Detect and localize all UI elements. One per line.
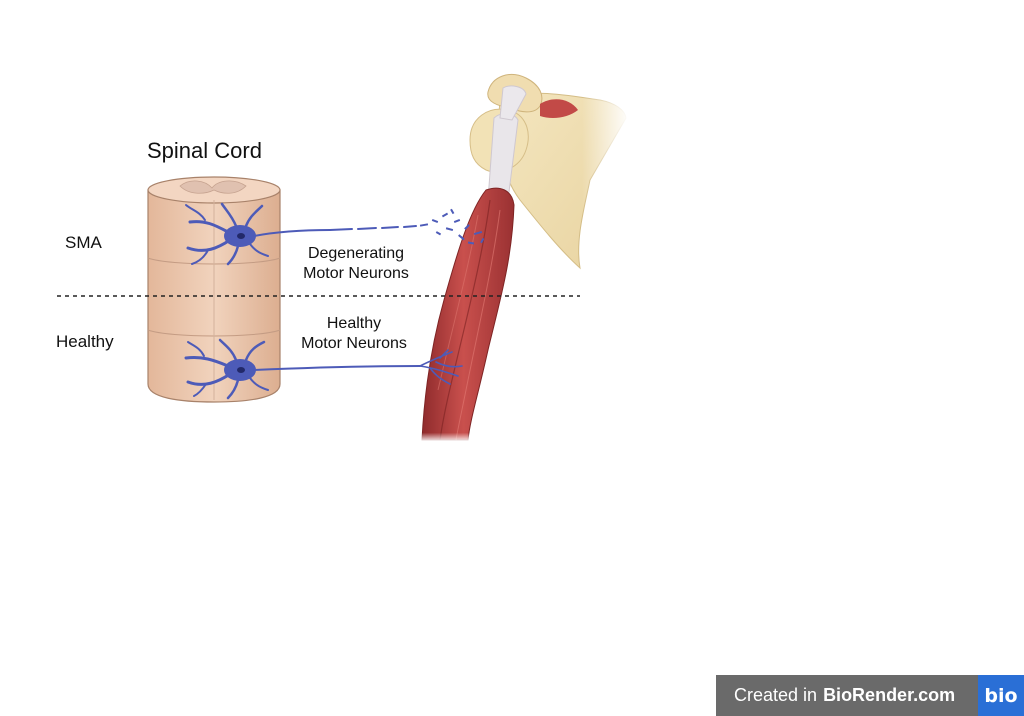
spinal-cord xyxy=(147,176,281,403)
sma-label: SMA xyxy=(65,233,102,252)
healthy-caption-line-2: Motor Neurons xyxy=(301,335,407,352)
degenerating-caption-line-2: Motor Neurons xyxy=(303,265,409,282)
tendon xyxy=(487,85,527,201)
healthy-neuron xyxy=(184,338,463,400)
healthy-label: Healthy xyxy=(56,332,114,351)
badge-text: Created in BioRender.com xyxy=(716,675,978,716)
biorender-badge[interactable]: Created in BioRender.com bio xyxy=(716,675,1024,716)
badge-prefix: Created in xyxy=(734,685,818,705)
biorender-logo-icon: bio xyxy=(978,675,1024,716)
arm-muscle xyxy=(415,187,525,442)
healthy-caption-line-1: Healthy xyxy=(326,315,382,332)
healthy-caption: Healthy Motor Neurons xyxy=(290,314,418,354)
spinal-cord-title: Spinal Cord xyxy=(147,138,262,163)
degenerating-caption-line-1: Degenerating xyxy=(307,245,405,262)
degenerating-caption: Degenerating Motor Neurons xyxy=(292,244,420,284)
degenerating-fragments xyxy=(419,208,485,245)
sma-neuron xyxy=(185,202,417,266)
badge-brand: BioRender.com xyxy=(823,685,956,705)
